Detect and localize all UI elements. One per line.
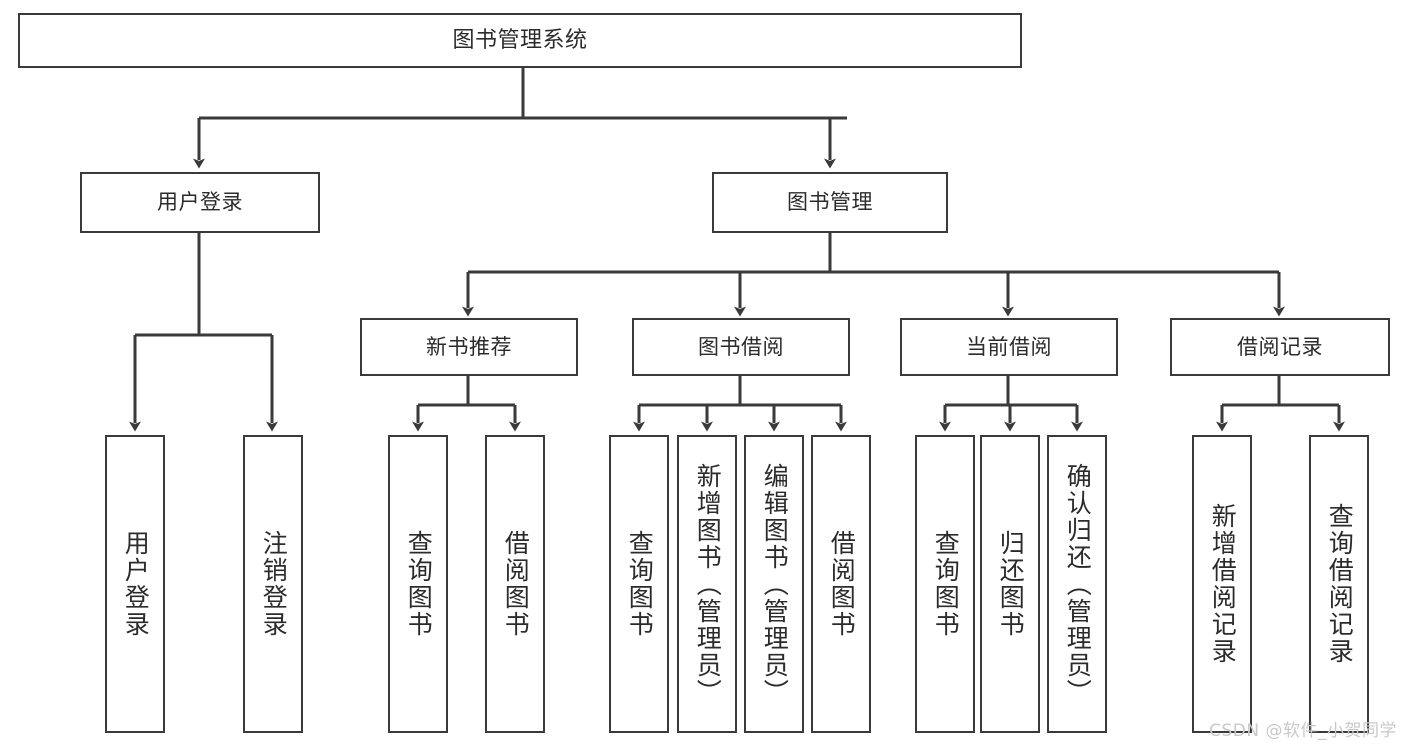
node-user-login[interactable]: 用户登录 [80,172,320,233]
leaf-query-books-borrow[interactable]: 查询图书 [609,435,669,733]
node-book-borrow[interactable]: 图书借阅 [632,318,850,376]
node-new-book-recommend-label: 新书推荐 [426,334,512,359]
leaf-add-book-admin[interactable]: 新增图书（管理员） [677,435,737,733]
leaf-add-borrow-record[interactable]: 新增借阅记录 [1192,435,1252,733]
leaf-borrow-books-newbook-label: 借阅图书 [501,530,531,638]
leaf-query-borrow-record-label: 查询借阅记录 [1325,503,1355,665]
node-current-borrow-label: 当前借阅 [966,334,1052,359]
leaf-logout-label: 注销登录 [259,530,289,638]
node-root[interactable]: 图书管理系统 [18,13,1022,68]
leaf-borrow-books-borrow-label: 借阅图书 [827,530,857,638]
leaf-query-books-newbook[interactable]: 查询图书 [388,435,448,733]
leaf-confirm-return-admin[interactable]: 确认归还（管理员） [1047,435,1107,733]
node-current-borrow[interactable]: 当前借阅 [900,318,1118,376]
leaf-query-borrow-record[interactable]: 查询借阅记录 [1309,435,1369,733]
node-root-label: 图书管理系统 [452,27,588,53]
node-book-management[interactable]: 图书管理 [712,172,948,233]
leaf-edit-book-admin-label: 编辑图书（管理员） [760,462,790,706]
leaf-user-login[interactable]: 用户登录 [105,435,165,733]
leaf-borrow-books-newbook[interactable]: 借阅图书 [485,435,545,733]
leaf-query-books-current-label: 查询图书 [931,530,961,638]
leaf-logout[interactable]: 注销登录 [243,435,303,733]
leaf-add-book-admin-label: 新增图书（管理员） [693,462,723,706]
leaf-add-borrow-record-label: 新增借阅记录 [1208,503,1238,665]
leaf-user-login-label: 用户登录 [121,530,151,638]
leaf-query-books-newbook-label: 查询图书 [404,530,434,638]
leaf-return-books[interactable]: 归还图书 [980,435,1040,733]
leaf-query-books-borrow-label: 查询图书 [625,530,655,638]
leaf-query-books-current[interactable]: 查询图书 [915,435,975,733]
leaf-return-books-label: 归还图书 [996,530,1026,638]
leaf-edit-book-admin[interactable]: 编辑图书（管理员） [744,435,804,733]
node-user-login-label: 用户登录 [157,190,243,214]
leaf-borrow-books-borrow[interactable]: 借阅图书 [811,435,871,733]
node-book-borrow-label: 图书借阅 [698,334,784,359]
node-borrow-records[interactable]: 借阅记录 [1170,318,1390,376]
node-borrow-records-label: 借阅记录 [1237,334,1323,359]
node-book-management-label: 图书管理 [787,190,873,214]
node-new-book-recommend[interactable]: 新书推荐 [360,318,578,376]
leaf-confirm-return-admin-label: 确认归还（管理员） [1063,462,1093,706]
